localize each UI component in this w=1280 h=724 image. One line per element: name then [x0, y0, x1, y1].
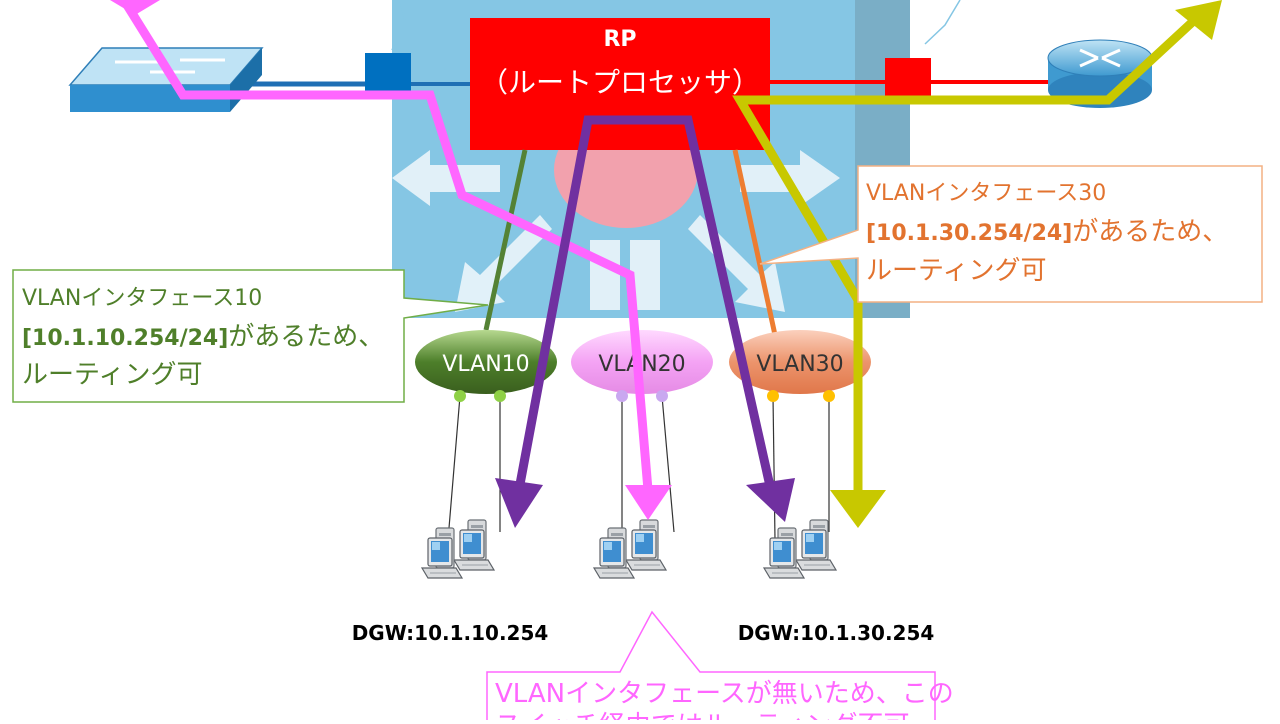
vlan30-callout-line1: VLANインタフェース30: [866, 181, 1106, 206]
vlan10-segment: VLAN10: [415, 330, 557, 394]
svg-text:[10.1.30.254/24]があるため、: [10.1.30.254/24]があるため、: [866, 217, 1228, 247]
dgw-vlan10-label: DGW:10.1.10.254: [352, 621, 549, 645]
vlan10-callout: VLANインタフェース10 [10.1.10.254/24]があるため、 ルーテ…: [12, 269, 489, 403]
vlan30-internal-link: [732, 149, 778, 336]
vlan10-callout-reason: があるため、: [228, 322, 384, 352]
vlan30-label: VLAN30: [756, 352, 843, 377]
vlan10-callout-line3: ルーティング可: [22, 360, 202, 390]
layer2-switch-icon: [68, 47, 264, 112]
pink-path-arrow: [110, 0, 672, 520]
vlan20-callout-line2: スイッチ経由ではルーティング不可: [495, 711, 909, 720]
pc-pair-icon: [422, 520, 494, 578]
vlan10-callout-line1: VLANインタフェース10: [22, 286, 262, 311]
svg-text:[10.1.10.254/24]があるため、: [10.1.10.254/24]があるため、: [22, 322, 384, 352]
vlan20-callout-line1: VLANインタフェースが無いため、この: [495, 679, 954, 709]
vlan10-port-dot: [454, 390, 466, 402]
vlan30-callout: VLANインタフェース30 [10.1.30.254/24]があるため、 ルーテ…: [759, 165, 1263, 303]
vlan10-callout-address: [10.1.10.254/24]: [22, 326, 228, 351]
left-port: [365, 53, 411, 96]
vlan20-port-dot: [656, 390, 668, 402]
route-processor: RP （ルートプロセッサ）: [470, 18, 770, 150]
vlan30-callout-line3: ルーティング可: [866, 256, 1046, 286]
vlan10-label: VLAN10: [442, 352, 529, 377]
purple-path-arrow: [495, 115, 795, 528]
router-icon: [1047, 39, 1153, 108]
rp-title: RP: [603, 27, 636, 52]
olive-path-arrow: [732, 0, 1222, 528]
vlan30-port-dot: [823, 390, 835, 402]
rp-subtitle: （ルートプロセッサ）: [480, 66, 760, 99]
vlan30-callout-reason: があるため、: [1072, 217, 1228, 247]
vlan10-port-dot: [494, 390, 506, 402]
dgw-vlan30-label: DGW:10.1.30.254: [738, 621, 935, 645]
right-port: [885, 58, 931, 96]
access-cables: [447, 395, 830, 541]
pc-pair-icon: [594, 520, 666, 578]
vlan20-port-dot: [616, 390, 628, 402]
vlan30-callout-address: [10.1.30.254/24]: [866, 221, 1072, 246]
vlan10-internal-link: [483, 149, 528, 331]
vlan30-port-dot: [767, 390, 779, 402]
vlan30-segment: VLAN30: [729, 330, 871, 394]
vlan20-segment: VLAN20: [571, 330, 713, 394]
